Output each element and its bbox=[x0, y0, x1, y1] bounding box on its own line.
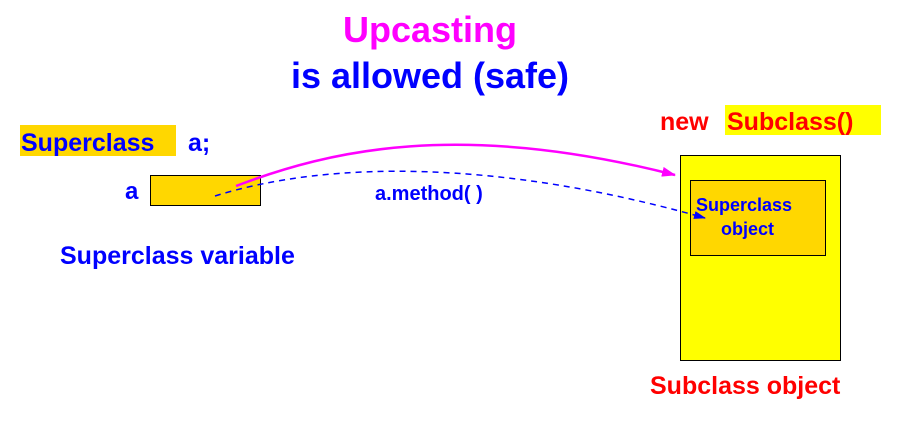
superclass-object-line-2: object bbox=[721, 219, 774, 239]
declaration-rest: a; bbox=[188, 129, 210, 157]
variable-name: a bbox=[125, 178, 139, 205]
subclass-object-caption: Subclass object bbox=[650, 372, 841, 400]
title-line-2: is allowed (safe) bbox=[291, 55, 569, 96]
superclass-object-line-1: Superclass bbox=[696, 195, 792, 215]
variable-box bbox=[150, 175, 261, 206]
method-call-label: a.method( ) bbox=[375, 183, 483, 205]
declaration-type: Superclass bbox=[21, 129, 154, 157]
constructor-call: Subclass() bbox=[727, 108, 853, 136]
reference-arrow bbox=[235, 143, 676, 188]
superclass-object-box bbox=[690, 180, 826, 256]
superclass-highlight bbox=[20, 125, 176, 156]
variable-caption: Superclass variable bbox=[60, 242, 295, 270]
constructor-prefix: new bbox=[660, 108, 709, 136]
method-call-arrow bbox=[214, 170, 706, 219]
subclass-highlight bbox=[725, 105, 881, 135]
title-line-1: Upcasting bbox=[343, 9, 517, 50]
